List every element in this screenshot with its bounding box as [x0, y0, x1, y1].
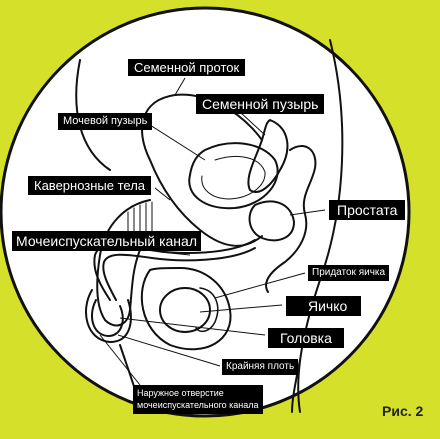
label-external-opening-line2: мочеиспускательного канала — [137, 400, 259, 412]
label-glans: Головка — [268, 328, 344, 348]
label-external-opening: Наружное отверстие мочеиспускательного к… — [133, 385, 263, 414]
figure-caption: Рис. 2 — [382, 403, 423, 419]
label-corpora-cavernosa: Кавернозные тела — [28, 176, 151, 195]
label-testis: Яичко — [286, 296, 361, 316]
label-foreskin: Крайняя плоть — [222, 359, 298, 375]
label-vas-deferens: Семенной проток — [128, 59, 245, 76]
label-urethra: Мочеиспускательный канал — [12, 231, 201, 251]
label-epididymis: Придаток яичка — [308, 265, 389, 281]
label-bladder: Мочевой пузырь — [58, 113, 152, 130]
label-prostate: Простата — [329, 200, 405, 220]
label-external-opening-line1: Наружное отверстие — [137, 388, 259, 400]
label-seminal-vesicle: Семенной пузырь — [196, 94, 324, 114]
